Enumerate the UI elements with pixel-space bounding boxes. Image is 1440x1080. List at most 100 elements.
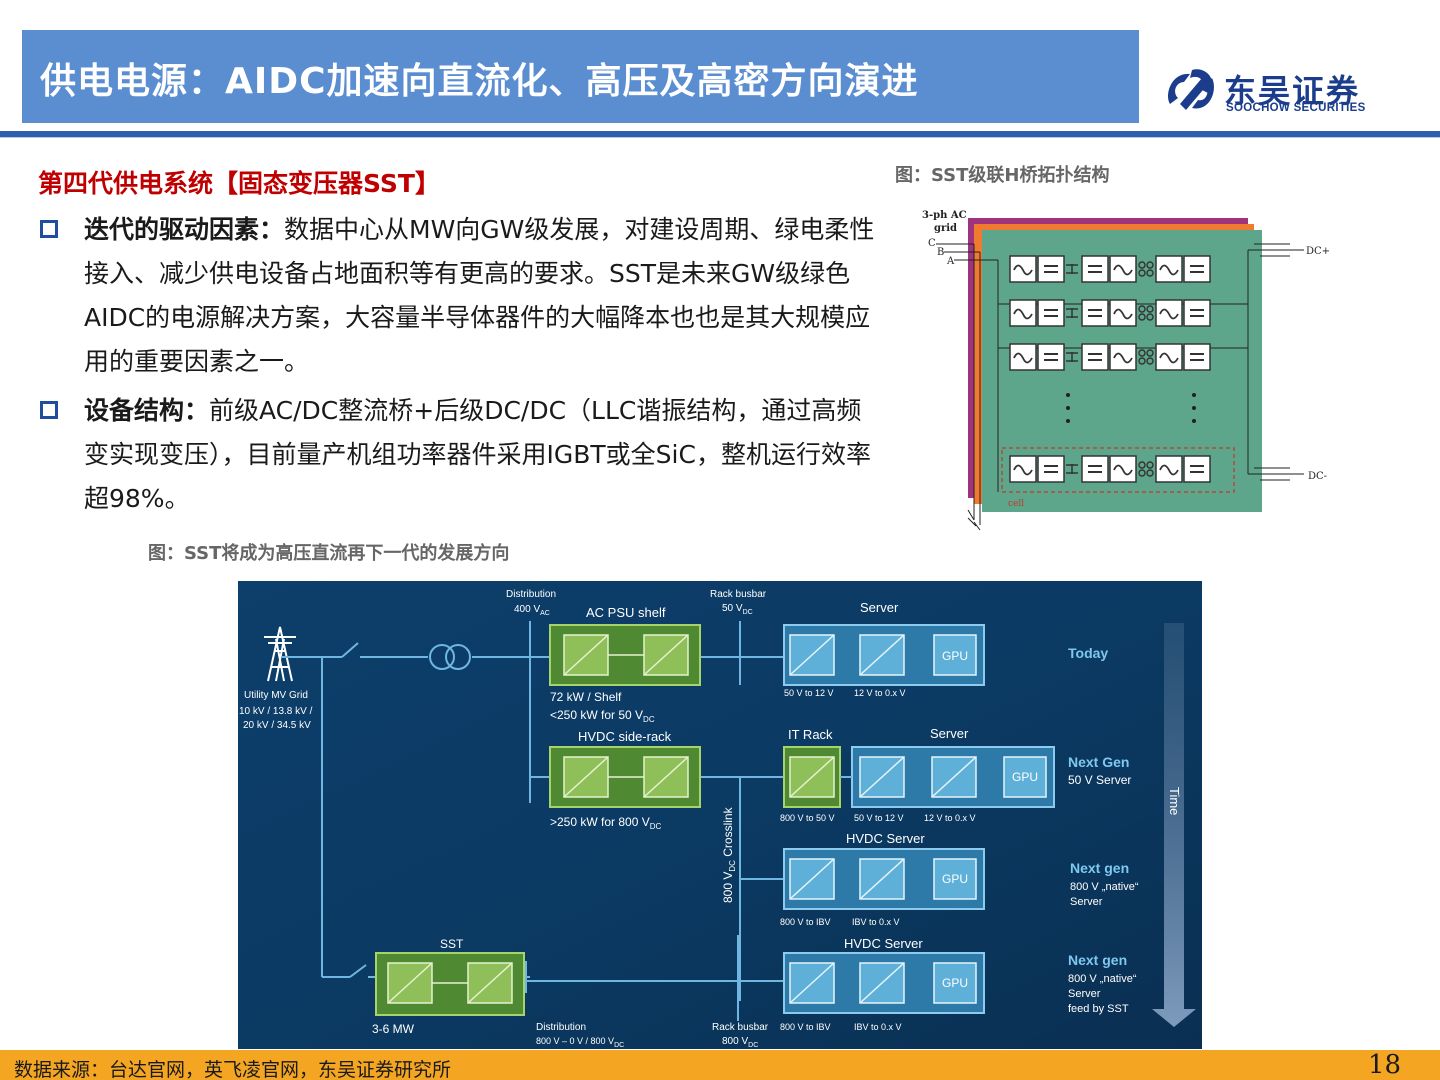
dc-minus-label: DC- (1308, 471, 1327, 482)
ellipsis-dots (1066, 393, 1196, 423)
distribution-subscript: AC (540, 610, 550, 617)
svg-text:400 VAC: 400 VAC (514, 604, 550, 617)
gpu-label: GPU (942, 649, 968, 663)
bullet-square-icon (40, 220, 58, 238)
utility-voltage-2: 20 kV / 34.5 kV (243, 720, 311, 731)
hvdc-server-label: HVDC Server (846, 831, 925, 846)
rack-busbar-subscript: DC (743, 609, 753, 616)
next-gen-1-sub: 50 V Server (1068, 773, 1131, 787)
brand-name-en: SOOCHOW SECURITIES (1226, 102, 1366, 114)
section-subhead: 第四代供电系统【固态变压器SST】 (38, 169, 440, 198)
rack-busbar-label: Rack busbar (710, 589, 767, 600)
it-rack-label: IT Rack (788, 727, 833, 742)
title-bar: 供电电源：AIDC加速向直流化、高压及高密方向演进 (22, 30, 1139, 123)
shelf-limit-label: <250 kW for 50 V (550, 708, 643, 722)
gpu-label: GPU (942, 872, 968, 886)
h-bridge-cell (1009, 299, 1211, 327)
dc-plus-label: DC+ (1306, 246, 1330, 257)
footer-bar: 数据来源：台达官网，英飞凌官网，东吴证券研究所 (0, 1050, 1440, 1080)
next-gen-1-label: Next Gen (1068, 754, 1129, 770)
conv-label: IBV to 0.x V (854, 1022, 902, 1032)
sst-label: SST (440, 937, 464, 951)
bullet-structure: 设备结构：前级AC/DC整流桥+后级DC/DC（LLC谐振结构，通过高频变实现变… (38, 389, 878, 521)
conv-label: 800 V to IBV (780, 1022, 831, 1032)
distribution-voltage: 400 V (514, 604, 540, 615)
utility-voltage-1: 10 kV / 13.8 kV / (239, 706, 313, 717)
shelf-power-label: 72 kW / Shelf (550, 690, 622, 704)
h-bridge-cell (1009, 455, 1211, 483)
figure2-caption: 图：SST将成为高压直流再下一代的发展方向 (148, 543, 510, 564)
grid-label-1: 3-ph AC (922, 210, 967, 221)
grid-label-2: grid (934, 223, 957, 234)
figure1-caption: 图：SST级联H桥拓扑结构 (895, 165, 1110, 186)
cell-label: cell (1008, 499, 1024, 509)
ac-psu-shelf-label: AC PSU shelf (586, 605, 666, 620)
svg-text:<250 kW for 50 VDC: <250 kW for 50 VDC (550, 708, 655, 724)
phase-label-c: C (928, 238, 936, 249)
soochow-logo-icon (1168, 69, 1214, 110)
time-label: Time (1167, 787, 1182, 815)
svg-text:800 VDC Crosslink: 800 VDC Crosslink (721, 806, 737, 903)
side-rack-power-label: >250 kW for 800 V (550, 815, 650, 829)
h-bridge-cell (1009, 343, 1211, 371)
phase-label-a: A (946, 256, 955, 267)
next-gen-2-sub: 800 V „native“ (1070, 881, 1139, 893)
power-architecture-evolution-diagram: Utility MV Grid 10 kV / 13.8 kV / 20 kV … (238, 581, 1202, 1049)
svg-text:800 VDC: 800 VDC (722, 1036, 758, 1049)
phase-label-b: B (937, 247, 944, 258)
bullet-lead: 设备结构： (84, 396, 210, 425)
brand-name-cn: 东吴证券 (1224, 72, 1361, 110)
next-gen-3-sub: feed by SST (1068, 1003, 1129, 1015)
distribution-label: Distribution (506, 589, 556, 600)
header-divider (0, 131, 1440, 137)
next-gen-2-label: Next gen (1070, 860, 1129, 876)
transformer-icon (429, 644, 471, 670)
today-label: Today (1068, 645, 1108, 661)
hvdc-side-rack-label: HVDC side-rack (578, 729, 672, 744)
power-tower-icon (264, 626, 296, 682)
brand-logo: 东吴证券 SOOCHOW SECURITIES (1162, 64, 1372, 116)
bullet-body: 数据中心从MW向GW级发展，对建设周期、绿电柔性接入、减少供电设备占地面积等有更… (84, 215, 875, 376)
svg-text:50 VDC: 50 VDC (722, 603, 753, 616)
rack-busbar-subscript: DC (748, 1042, 758, 1049)
crosslink-voltage: 800 V (721, 872, 735, 903)
distribution-voltage: 800 V – 0 V / 800 V (536, 1036, 614, 1046)
cascaded-h-bridge-diagram: 3-ph AC grid C B A DC+ DC- cell (922, 210, 1330, 531)
conv-label: 800 V to IBV (780, 917, 831, 927)
source-note: 数据来源：台达官网，英飞凌官网，东吴证券研究所 (14, 1059, 452, 1080)
page-number: 18 (1368, 1050, 1402, 1080)
next-gen-3-label: Next gen (1068, 952, 1127, 968)
conv-label: 12 V to 0.x V (924, 813, 976, 823)
gpu-label: GPU (1012, 770, 1038, 784)
crosslink-subscript: DC (728, 860, 737, 872)
rack-busbar-voltage: 800 V (722, 1036, 748, 1047)
next-gen-2-sub: Server (1070, 896, 1103, 908)
rack-busbar-voltage: 50 V (722, 603, 743, 614)
hvdc-server-label: HVDC Server (844, 936, 923, 951)
side-rack-subscript: DC (650, 822, 662, 831)
bullet-drivers: 迭代的驱动因素：数据中心从MW向GW级发展，对建设周期、绿电柔性接入、减少供电设… (38, 208, 878, 384)
bullet-square-icon (40, 401, 58, 419)
svg-text:800 V – 0 V / 800 VDC: 800 V – 0 V / 800 VDC (536, 1036, 624, 1049)
utility-label: Utility MV Grid (244, 690, 308, 701)
conv-label: 50 V to 12 V (854, 813, 904, 823)
bullet-body: 前级AC/DC整流桥+后级DC/DC（LLC谐振结构，通过高频变实现变压），目前… (84, 396, 871, 513)
next-gen-3-sub: Server (1068, 988, 1101, 1000)
distribution-label: Distribution (536, 1022, 586, 1033)
time-arrow-icon (1152, 623, 1196, 1027)
bullet-lead: 迭代的驱动因素： (84, 215, 285, 244)
page-title: 供电电源：AIDC加速向直流化、高压及高密方向演进 (40, 61, 919, 102)
conv-label: 12 V to 0.x V (854, 688, 906, 698)
bullet-text: 迭代的驱动因素：数据中心从MW向GW级发展，对建设周期、绿电柔性接入、减少供电设… (38, 208, 878, 384)
bullet-text: 设备结构：前级AC/DC整流桥+后级DC/DC（LLC谐振结构，通过高频变实现变… (38, 389, 878, 521)
shelf-limit-subscript: DC (643, 715, 655, 724)
h-bridge-cell (1009, 255, 1211, 283)
next-gen-3-sub: 800 V „native“ (1068, 973, 1137, 985)
server-label: Server (860, 600, 899, 615)
server-label: Server (930, 726, 969, 741)
conv-label: 50 V to 12 V (784, 688, 834, 698)
conv-label: 800 V to 50 V (780, 813, 835, 823)
crosslink-label: Crosslink (721, 806, 735, 860)
svg-text:>250 kW for 800 VDC: >250 kW for 800 VDC (550, 815, 662, 831)
rack-busbar-label: Rack busbar (712, 1022, 769, 1033)
